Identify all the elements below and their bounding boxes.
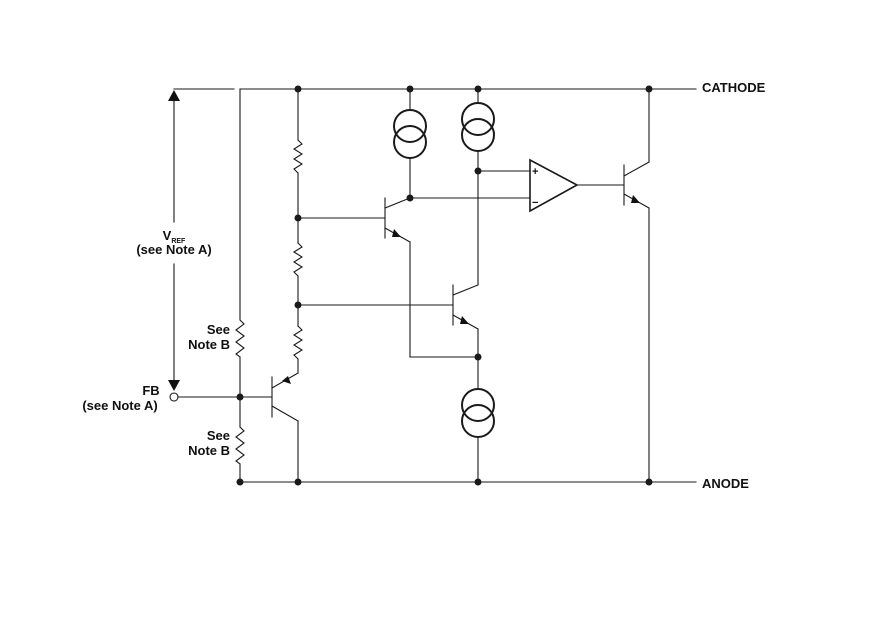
transistor-q2: [297, 197, 411, 358]
emitter-arrow: [282, 376, 291, 384]
fb-note: (see Note A): [82, 398, 157, 413]
vref-label: VREF: [163, 228, 186, 245]
resistor-r1: [292, 139, 304, 174]
vref-arrow-down: [168, 380, 180, 391]
emitter-arrow: [460, 316, 469, 324]
junction-dots: [236, 85, 653, 486]
lower-resistor-note-line1: See: [207, 428, 230, 443]
vref-arrow-up: [168, 90, 180, 101]
fb-label: FB: [142, 383, 159, 398]
vref-note: (see Note A): [136, 242, 211, 257]
anode-label: ANODE: [702, 476, 749, 491]
op-amp: + −: [529, 158, 625, 213]
input-transistor: [271, 372, 299, 483]
upper-resistor-note-line2: Note B: [188, 337, 230, 352]
cathode-label: CATHODE: [702, 80, 766, 95]
output-transistor: [623, 88, 650, 483]
lower-external-resistor: [235, 426, 245, 465]
emitter-arrow: [392, 229, 401, 237]
fb-input: [169, 392, 273, 402]
resistor-r2: [292, 242, 304, 277]
vref-dimension: [168, 88, 235, 391]
upper-resistor-note-line1: See: [207, 322, 230, 337]
lower-resistor-note-line2: Note B: [188, 443, 230, 458]
emitter-arrow: [631, 195, 640, 203]
current-source-1: [393, 88, 531, 199]
opamp-minus-sign: −: [532, 197, 538, 209]
resistor-r3: [292, 325, 304, 360]
current-source-2: [461, 88, 531, 286]
fb-terminal[interactable]: [169, 392, 179, 402]
upper-external-resistor: [235, 319, 245, 358]
current-source-3: [409, 328, 495, 483]
internal-resistor-string: [292, 88, 304, 374]
transistor-q3: [297, 284, 479, 330]
opamp-plus-sign: +: [532, 166, 538, 178]
feedback-divider: [235, 88, 245, 483]
